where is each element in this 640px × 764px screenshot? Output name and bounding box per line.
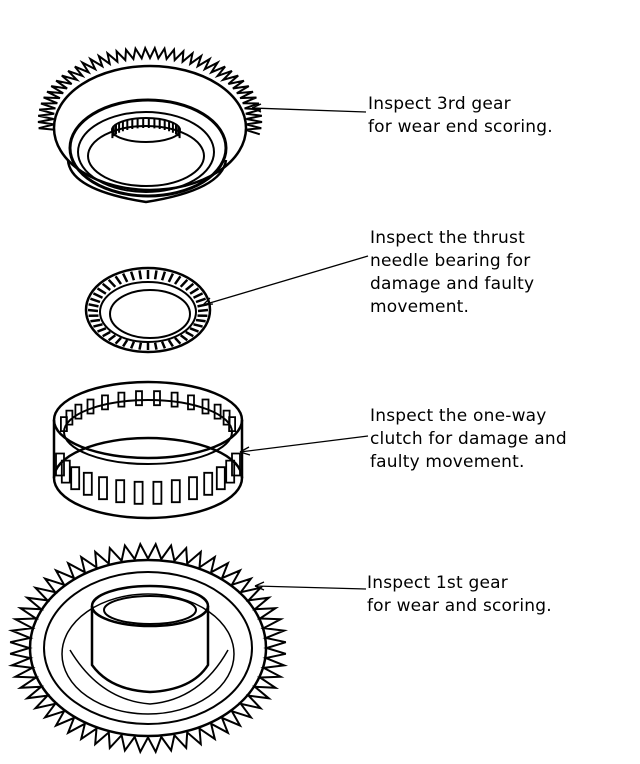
callout-line: needle bearing for bbox=[370, 251, 531, 271]
arrow-icon bbox=[239, 446, 251, 456]
one-way-clutch-illustration bbox=[52, 380, 244, 520]
thrust-needle-bearing-illustration bbox=[84, 266, 212, 354]
leader-lines bbox=[202, 103, 369, 591]
callout-thrust-bearing: Inspect the thrust needle bearing for da… bbox=[370, 227, 534, 319]
third-gear-spline bbox=[111, 118, 181, 139]
third-gear-teeth bbox=[37, 45, 263, 136]
callout-line: Inspect 3rd gear bbox=[368, 94, 511, 114]
leader-line-first-gear bbox=[254, 585, 367, 590]
clutch-sprags bbox=[55, 390, 241, 505]
callout-line: Inspect the one-way bbox=[370, 406, 547, 426]
third-gear-illustration bbox=[37, 45, 263, 204]
callout-line: for wear end scoring. bbox=[368, 117, 553, 137]
bearing-needles bbox=[87, 270, 209, 350]
callout-line: faulty movement. bbox=[370, 452, 525, 472]
arrow-icon bbox=[254, 581, 265, 591]
callout-line: Inspect 1st gear bbox=[367, 573, 508, 593]
callout-line: for wear and scoring. bbox=[367, 596, 552, 616]
callout-third-gear: Inspect 3rd gear for wear end scoring. bbox=[368, 93, 553, 139]
callout-line: Inspect the thrust bbox=[370, 228, 525, 248]
arrow-icon bbox=[251, 103, 262, 113]
callout-line: movement. bbox=[370, 297, 470, 317]
callout-line: clutch for damage and bbox=[370, 429, 567, 449]
leader-line-clutch bbox=[239, 435, 369, 453]
first-gear-illustration bbox=[7, 541, 289, 755]
leader-line-bearing bbox=[202, 255, 369, 306]
callout-one-way-clutch: Inspect the one-way clutch for damage an… bbox=[370, 405, 567, 474]
first-gear-teeth bbox=[7, 541, 289, 755]
callout-line: damage and faulty bbox=[370, 274, 535, 294]
arrow-icon bbox=[202, 297, 214, 306]
callout-first-gear: Inspect 1st gear for wear and scoring. bbox=[367, 572, 552, 618]
leader-line-third-gear bbox=[251, 107, 367, 113]
